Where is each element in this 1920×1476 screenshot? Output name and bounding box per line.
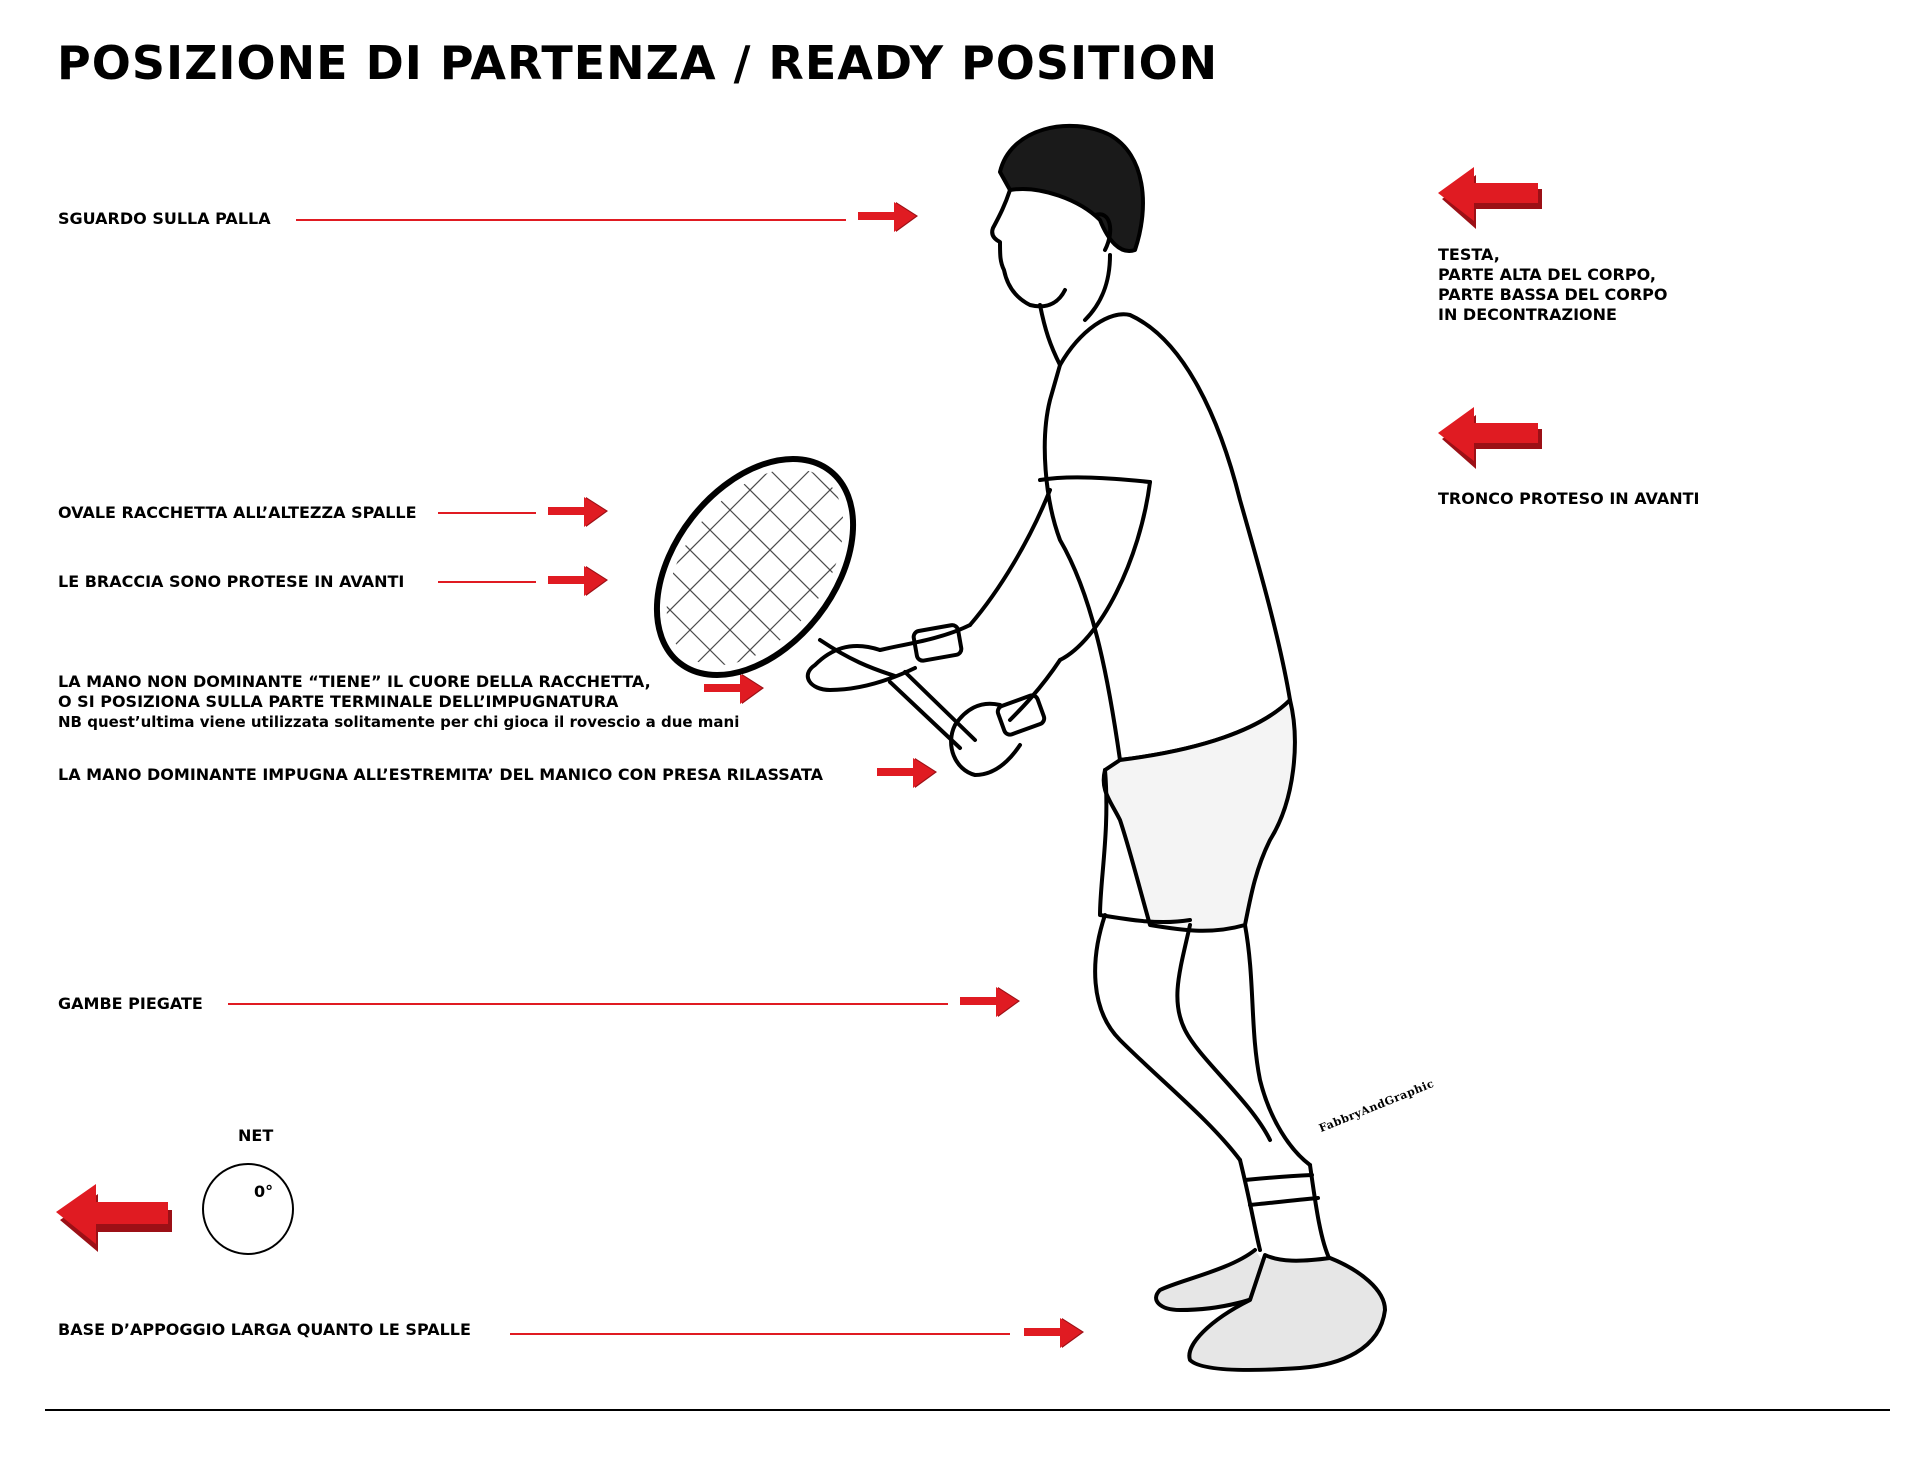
label-tronco: TRONCO PROTESO IN AVANTI — [1438, 489, 1700, 508]
label-mano-non-dominante-2: O SI POSIZIONA SULLA PARTE TERMINALE DEL… — [58, 692, 619, 711]
label-testa-line-2: PARTE ALTA DEL CORPO, — [1438, 265, 1656, 284]
label-testa-group: TESTA, PARTE ALTA DEL CORPO, PARTE BASSA… — [1438, 245, 1667, 325]
arrow-right-icon — [858, 202, 918, 232]
leader-line-braccia — [438, 581, 536, 583]
net-angle-circle — [202, 1163, 294, 1255]
leader-line-base — [510, 1333, 1010, 1335]
label-testa-line-3: PARTE BASSA DEL CORPO — [1438, 285, 1668, 304]
page-title: POSIZIONE DI PARTENZA / READY POSITION — [57, 36, 1219, 90]
label-braccia: LE BRACCIA SONO PROTESE IN AVANTI — [58, 572, 405, 591]
arrow-right-icon — [548, 566, 608, 596]
net-angle-value: 0° — [254, 1182, 274, 1201]
arrow-right-icon — [704, 674, 764, 704]
arrow-left-icon — [1438, 167, 1542, 229]
label-sguardo: SGUARDO SULLA PALLA — [58, 209, 271, 228]
label-mano-non-dominante-nb: NB quest’ultima viene utilizzata solitam… — [58, 713, 740, 731]
label-testa-line-1: TESTA, — [1438, 245, 1500, 264]
arrow-right-icon — [960, 987, 1020, 1017]
net-label: NET — [238, 1126, 274, 1145]
arrow-right-icon — [877, 758, 937, 788]
label-testa-line-4: IN DECONTRAZIONE — [1438, 305, 1617, 324]
arrow-right-icon — [548, 497, 608, 527]
label-ovale: OVALE RACCHETTA ALL’ALTEZZA SPALLE — [58, 503, 417, 522]
leader-line-gambe — [228, 1003, 948, 1005]
label-gambe: GAMBE PIEGATE — [58, 994, 203, 1013]
arrow-right-icon — [1024, 1318, 1084, 1348]
leader-line-sguardo — [296, 219, 846, 221]
leader-line-ovale — [438, 512, 536, 514]
net-direction-arrow-icon — [56, 1184, 172, 1252]
label-mano-dominante: LA MANO DOMINANTE IMPUGNA ALL’ESTREMITA’… — [58, 765, 823, 784]
bottom-divider — [45, 1409, 1890, 1411]
label-base: BASE D’APPOGGIO LARGA QUANTO LE SPALLE — [58, 1320, 471, 1339]
label-mano-non-dominante-1: LA MANO NON DOMINANTE “TIENE” IL CUORE D… — [58, 672, 651, 691]
arrow-left-icon — [1438, 407, 1542, 469]
